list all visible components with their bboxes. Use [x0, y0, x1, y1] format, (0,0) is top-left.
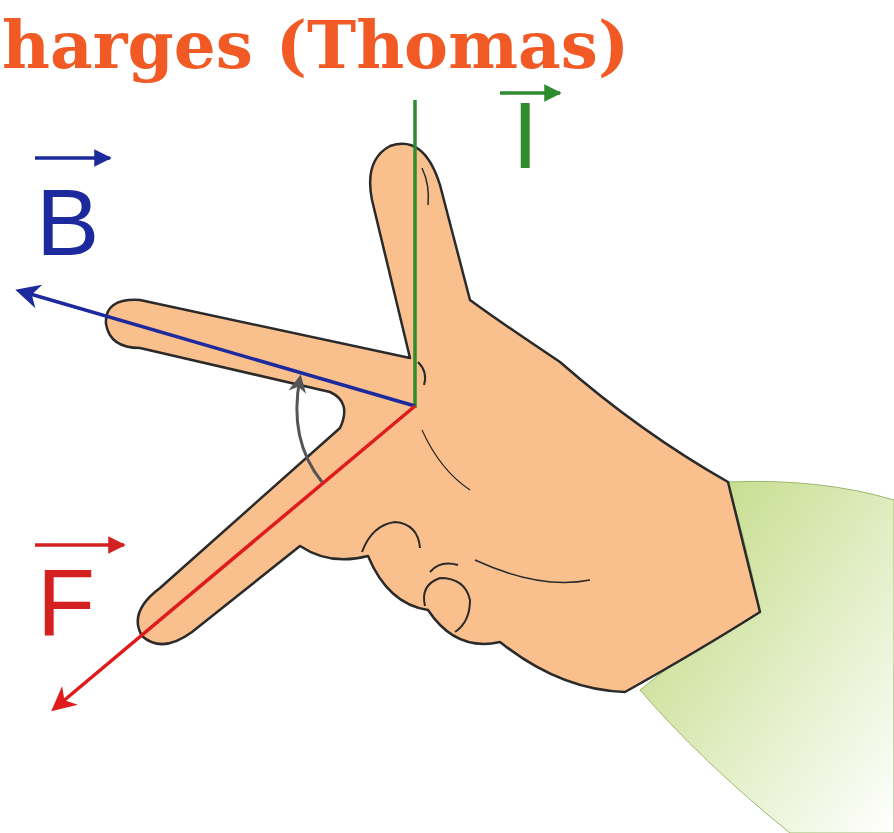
field-vector — [20, 291, 415, 406]
vector-bar — [35, 156, 110, 160]
thumb-nail — [422, 168, 428, 205]
current-line — [413, 100, 417, 408]
hand-outline — [106, 144, 760, 692]
vector-bar — [35, 543, 124, 547]
field-label: B — [36, 175, 99, 270]
crotch-line — [418, 362, 425, 385]
palm-crease — [475, 560, 590, 583]
force-label: F — [37, 555, 95, 650]
palm-crease — [422, 430, 470, 490]
force-vector — [55, 406, 415, 708]
rotation-arrow — [297, 378, 322, 482]
title: harges (Thomas) — [2, 12, 629, 78]
finger-crease — [424, 578, 470, 632]
current-label: I — [512, 88, 538, 183]
finger-crease — [362, 522, 420, 552]
finger-crease — [430, 564, 458, 572]
